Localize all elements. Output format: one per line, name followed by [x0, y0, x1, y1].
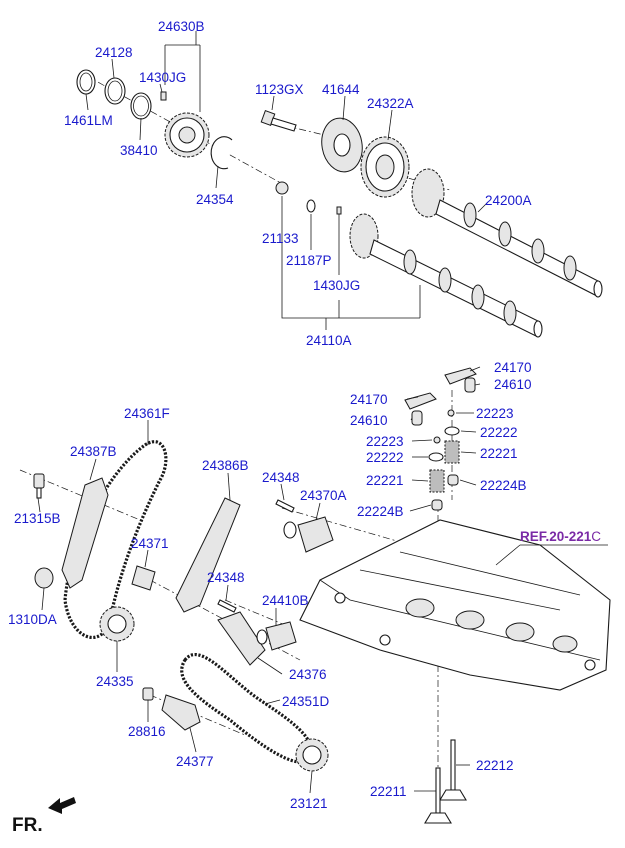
label-22221-lower: 22221 [366, 473, 404, 488]
reference-main: REF.20-221 [520, 529, 592, 544]
tensioner-24370a [283, 516, 334, 553]
label-24348-upper: 24348 [262, 470, 300, 485]
label-22222-lower: 22222 [366, 450, 404, 465]
label-22211: 22211 [370, 784, 407, 799]
sprocket-23121 [295, 738, 329, 772]
valve-22212 [439, 739, 467, 801]
chain-guide-24387b [61, 477, 109, 589]
label-24377: 24377 [176, 754, 214, 769]
lash-adjuster-24610-lower [411, 410, 423, 426]
label-24200a: 24200A [485, 193, 532, 208]
retainer-22222-upper [444, 426, 460, 436]
label-24348-lower: 24348 [207, 570, 245, 585]
reference-link[interactable]: REF.20-221C [520, 529, 601, 544]
label-38410: 38410 [120, 143, 158, 158]
label-24386b: 24386B [202, 458, 249, 473]
label-24630b: 24630B [158, 19, 205, 34]
bolt-24348-upper [275, 499, 295, 513]
label-24610-lower: 24610 [350, 413, 388, 428]
front-marker-label: FR. [12, 815, 43, 836]
label-22222-upper: 22222 [480, 425, 518, 440]
spring-22221-upper [444, 440, 460, 464]
label-24170-lower: 24170 [350, 392, 388, 407]
sprocket-24322a [360, 136, 410, 198]
pin-1430jg-upper [160, 91, 167, 101]
plate-41644 [321, 117, 363, 173]
valve-22211 [424, 767, 452, 824]
label-22223-upper: 22223 [476, 406, 514, 421]
label-28816: 28816 [128, 724, 166, 739]
bolt-24348-lower [217, 599, 237, 613]
label-22223-lower: 22223 [366, 434, 404, 449]
sprocket-24335 [99, 606, 135, 642]
label-24335: 24335 [96, 674, 134, 689]
tensioner-24410b [256, 621, 297, 651]
camshaft-drive-group [76, 69, 603, 338]
label-41644: 41644 [322, 82, 360, 97]
oring-21187p [306, 199, 316, 213]
label-24610-upper: 24610 [494, 377, 532, 392]
label-24370a: 24370A [300, 488, 347, 503]
label-24322a: 24322A [367, 96, 414, 111]
tensioner-arm-24376 [217, 611, 266, 666]
label-24128: 24128 [95, 45, 133, 60]
label-22224b-lower: 22224B [357, 504, 404, 519]
nut-1310da [34, 567, 54, 589]
label-24170-upper: 24170 [494, 360, 532, 375]
label-1310da: 1310DA [8, 612, 57, 627]
label-24376: 24376 [289, 667, 327, 682]
label-22224b-upper: 22224B [480, 478, 527, 493]
timing-chain-group [33, 440, 334, 772]
seal-22224b-upper [447, 474, 459, 486]
leader-lines [37, 31, 608, 794]
valve-train-group [404, 367, 477, 824]
sprocket-24630b [164, 112, 210, 158]
label-22221-upper: 22221 [480, 446, 518, 461]
label-24351d: 24351D [282, 694, 330, 709]
reference-suffix: C [591, 529, 601, 544]
camshaft-24110a [349, 213, 543, 338]
tensioner-arm-24386b [175, 497, 241, 613]
label-21315b: 21315B [14, 511, 61, 526]
pivot-pin-24371 [131, 565, 156, 591]
retainer-22222-lower [428, 452, 444, 462]
seal-22224b-lower [431, 499, 443, 511]
label-1123gx: 1123GX [255, 82, 304, 97]
front-marker: FR. [12, 797, 76, 836]
front-arrow-icon [48, 797, 76, 814]
valve-key-22223-upper [447, 409, 455, 417]
label-24354: 24354 [196, 192, 234, 207]
valve-key-22223-lower [433, 436, 441, 444]
pin-1430jg-lower [336, 206, 342, 215]
label-24361f: 24361F [124, 406, 170, 421]
label-1461lm: 1461LM [64, 113, 113, 128]
part-labels: 24630B 24128 1430JG 1461LM 38410 24354 1… [8, 19, 532, 811]
bolt-1123gx [260, 110, 297, 132]
lash-adjuster-24610-upper [464, 377, 476, 393]
label-24410b: 24410B [262, 593, 309, 608]
label-24371: 24371 [131, 536, 169, 551]
label-22212: 22212 [476, 758, 514, 773]
label-24387b: 24387B [70, 444, 117, 459]
label-21133: 21133 [262, 231, 299, 246]
cylinder-head [299, 519, 611, 691]
label-1430jg-upper: 1430JG [139, 70, 186, 85]
label-23121: 23121 [290, 796, 328, 811]
camshaft-24200a [411, 168, 603, 298]
rocker-arm-24170-upper [444, 367, 477, 385]
ring-24354 [210, 136, 233, 170]
ring-38410 [130, 92, 152, 120]
rocker-arm-24170-lower [404, 392, 437, 410]
plug-21133 [275, 181, 289, 195]
label-21187p: 21187P [286, 253, 332, 268]
chain-guide-24377 [161, 694, 201, 731]
bolt-21315b [33, 473, 45, 489]
spring-22221-lower [429, 469, 445, 493]
label-24110a: 24110A [306, 333, 352, 348]
bolt-28816 [142, 687, 154, 701]
label-1430jg-lower: 1430JG [313, 278, 360, 293]
